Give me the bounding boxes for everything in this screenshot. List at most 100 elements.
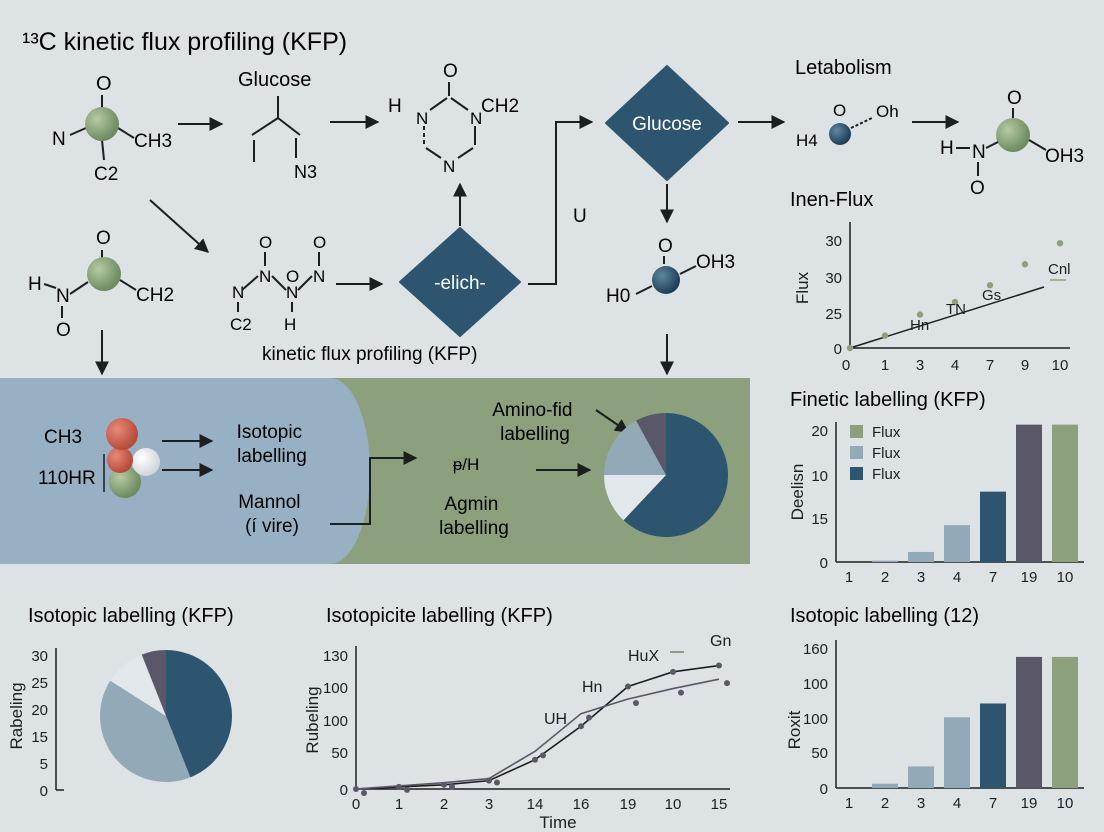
atom-ch2: CH2 [136,285,174,306]
y-axis-label: Deelisn [788,464,807,521]
atom-o: O [96,73,112,95]
x-tick-label: 1 [395,796,403,813]
atom-n: N [470,109,482,128]
y-tick-label: 10 [811,468,828,485]
data-point [846,344,854,352]
molecule-1: O N CH3 C2 [52,73,172,185]
x-tick-label: 3 [917,569,925,586]
x-tick-label: 19 [1021,795,1038,812]
y-tick-label: 50 [811,745,828,762]
bar-2 [872,560,898,562]
bar-4 [944,525,970,562]
annotation-hux: HuX [628,648,659,665]
data-point [404,786,410,793]
iso-pie-title: Isotopic labelling (KFP) [28,605,234,627]
legend-label: Flux [872,424,901,441]
y-tick-label: 25 [825,306,842,323]
atom-h: H [388,96,402,117]
data-point [916,311,924,318]
data-point [678,689,684,696]
glucose-node: Glucose [605,65,729,181]
y-tick-label: 100 [803,711,828,728]
atom-n: N [232,283,244,302]
data-point [361,790,367,796]
atom-ch3: CH3 [134,131,172,152]
band-hr: 110HR [38,468,96,489]
atom-n: N [56,286,70,307]
y-tick-label: 20 [31,702,48,719]
y-tick-label: 30 [825,270,842,287]
data-point [494,779,500,786]
y-tick-label: 100 [803,676,828,693]
x-tick-label: 14 [527,796,544,813]
arrow-to-glucose [528,115,594,285]
x-tick-label: 10 [1057,569,1074,586]
molecule-7: O O O N N N N C2 H [230,233,326,334]
atom-o: O [313,233,326,252]
iso-pie-slice-0 [166,650,232,778]
data-point [881,332,889,339]
atom-h: H [284,315,296,334]
legend-swatch [850,446,863,459]
y-tick-label: 30 [825,233,842,250]
atom-o: O [1007,88,1022,109]
atom-h: H4 [796,131,818,150]
atom-n: N [286,283,298,302]
y-tick-label: 20 [811,423,828,440]
y-tick-label: 160 [803,641,828,658]
annotation-cnl: Cnl [1048,261,1071,278]
atom-h0: H0 [606,286,630,307]
y-tick-label: 0 [820,781,828,798]
data-point [716,662,722,669]
band-pie-slice-1 [604,475,666,521]
y-tick-label: 30 [31,648,48,665]
bar-3 [908,766,934,788]
annotation-uh: UH [544,711,567,728]
molecule-5: O H N O OH3 [940,88,1084,199]
data-point [1056,240,1064,247]
data-point [986,282,994,289]
u-label: U [573,206,587,227]
annotation-hn: Hn [910,317,929,334]
x-tick-label: 1 [845,795,853,812]
iso-line-title: Isotopicite labelling (KFP) [326,605,553,627]
atom-o: O [443,61,458,82]
atom-n: N [972,142,986,163]
x-tick-label: 10 [665,796,682,813]
x-tick-label: 4 [951,357,959,374]
carbon-atom [85,107,119,141]
y-tick-label: 15 [811,511,828,528]
page-title: ¹³C kinetic flux profiling (KFP) [22,28,347,56]
data-point [670,668,676,675]
x-tick-label: 9 [1021,357,1029,374]
x-tick-label: 16 [573,796,590,813]
annotation-hn: Hn [582,679,602,696]
atom-n: N [416,109,428,128]
atom-ch2: CH2 [481,96,519,117]
molecule-6: O H N O CH2 [28,228,174,341]
x-tick-label: 1 [881,357,889,374]
atom-h: H [28,274,42,295]
x-tick-label: 0 [352,796,360,813]
iso-pie-slice-2 [110,654,166,716]
elich-node: -elich- [399,227,521,337]
x-tick-label: 3 [917,795,925,812]
finetic-title: Finetic labelling (KFP) [790,389,986,411]
iso-pie-slice-1 [100,680,191,782]
x-tick-label: 2 [881,569,889,586]
atom-o: O [56,320,71,341]
x-tick-label: 7 [989,795,997,812]
inen-flux-title: Inen-Flux [790,189,873,211]
bar-7 [980,491,1006,562]
x-tick-label: 7 [989,569,997,586]
x-tick-label: 19 [1021,569,1038,586]
series-line-1 [355,678,720,790]
arrow-diag [149,199,210,253]
y-tick-label: 15 [31,729,48,746]
series-line-0 [355,664,720,790]
data-point [724,680,730,687]
atom-n: N [313,267,325,286]
x-tick-label: 19 [620,796,637,813]
